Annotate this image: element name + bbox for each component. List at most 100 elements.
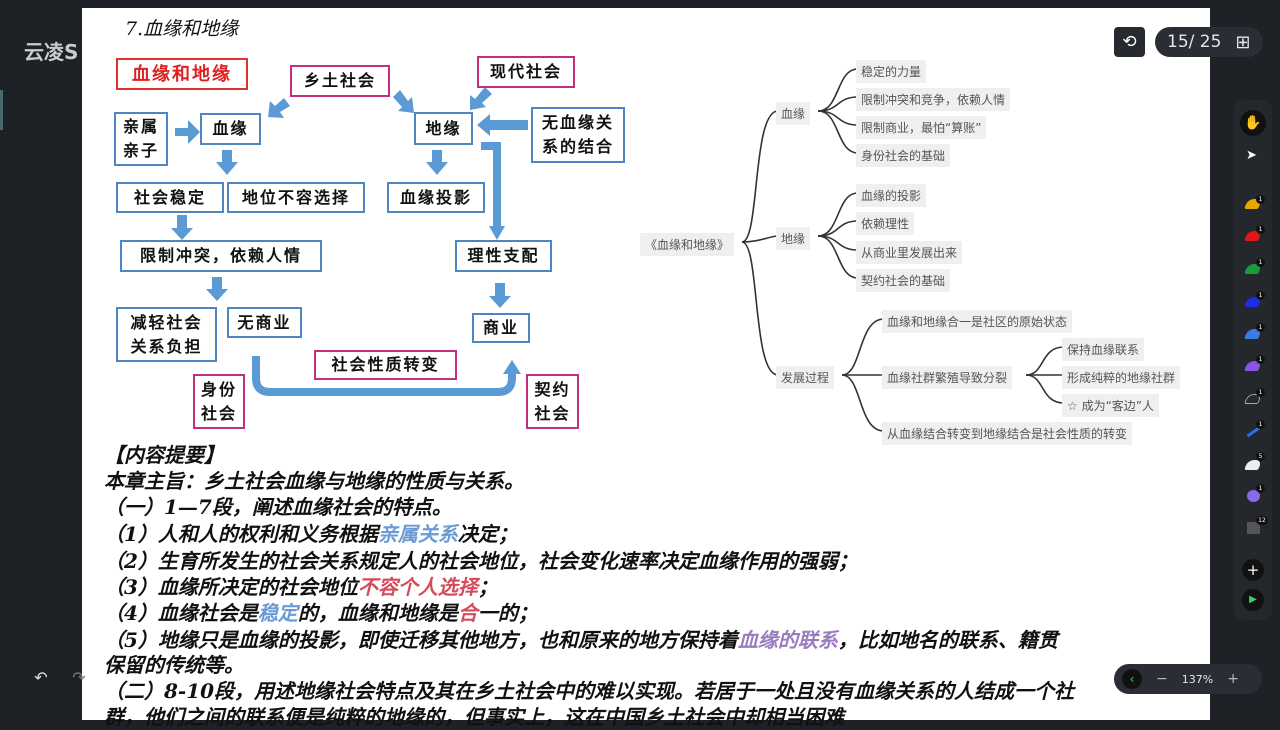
arrow-icon (489, 226, 505, 240)
history-button[interactable]: ⟲ (1114, 27, 1145, 57)
play-button[interactable]: ▶ (1242, 589, 1264, 611)
mindmap-leaf: 限制商业，最怕“算账” (856, 116, 987, 139)
mindmap-leaf: 血缘社群繁殖导致分裂 (882, 366, 1013, 389)
arrow-icon (393, 90, 414, 113)
tool-panel (1234, 100, 1272, 620)
arrow-icon (171, 215, 193, 240)
collapse-button[interactable]: ‹ (1122, 669, 1142, 689)
text-segment: （1）人和人的权利和义务根据 (104, 522, 378, 546)
mindmap-leaf: 从商业里发展出来 (856, 241, 963, 264)
box-rational: 理性支配 (455, 240, 552, 272)
count-badge: 1 (1256, 291, 1265, 300)
box-xiangtu: 乡土社会 (290, 65, 390, 97)
text-line: 保留的传统等。 (104, 653, 244, 677)
box-status-society: 身份 社会 (193, 374, 245, 429)
count-badge: 1 (1256, 388, 1265, 397)
text-segment: （3）血缘所决定的社会地位 (104, 575, 358, 599)
hand-tool-icon[interactable]: ✋ (1240, 110, 1266, 136)
highlight-text: 亲属关系 (377, 522, 458, 546)
text-line: 本章主旨：乡土社会血缘与地缘的性质与关系。 (104, 469, 524, 493)
shape-tool-icon[interactable] (1247, 490, 1260, 502)
count-badge: 1 (1256, 323, 1265, 332)
summary-heading: 【内容提要】 (104, 443, 224, 467)
text-segment: （4）血缘社会是 (104, 601, 258, 625)
zoom-out-button[interactable]: − (1156, 671, 1168, 687)
box-nocommerce: 无商业 (227, 307, 302, 338)
mindmap-branch: 地缘 (776, 227, 811, 250)
mindmap-leaf: 稳定的力量 (856, 60, 927, 83)
arrow-icon (175, 120, 200, 144)
box-xueyuan: 血缘 (200, 113, 261, 145)
mindmap-branch: 发展过程 (776, 366, 835, 389)
arrow-icon (489, 283, 511, 308)
mindmap-leaf: 限制冲突和竞争，依赖人情 (856, 88, 1011, 111)
mindmap-leaf: 血缘的投影 (856, 184, 927, 207)
gallery-icon[interactable] (1247, 522, 1260, 534)
box-transform: 社会性质转变 (314, 350, 457, 380)
count-badge: 12 (1256, 516, 1268, 525)
page-counter[interactable]: 15/ 25 ⊞ (1155, 27, 1263, 57)
text-segment: 一的； (477, 601, 538, 625)
page-counter-text: 15/ 25 (1167, 32, 1222, 52)
count-badge: 1 (1256, 355, 1265, 364)
zoom-level: 137% (1181, 672, 1214, 686)
sidebar-accent (0, 90, 3, 130)
text-segment: ，比如地名的联系、籍贯 (837, 628, 1058, 652)
count-badge: 1 (1256, 225, 1265, 234)
text-line: （二）8-10段，用述地缘社会特点及其在乡土社会中的难以实现。若居于一处且没有血… (104, 679, 1075, 703)
text-segment: ； (477, 575, 498, 599)
arrow-icon (426, 150, 448, 175)
count-badge: 1 (1256, 484, 1265, 493)
arrow-line (481, 142, 501, 228)
history-icon: ⟲ (1122, 32, 1137, 52)
redo-button[interactable]: ↷ (72, 668, 86, 687)
box-modern: 现代社会 (477, 56, 575, 88)
highlight-text: 血缘的联系 (737, 628, 838, 652)
text-segment: 的，血缘和地缘是 (297, 601, 458, 625)
text-segment: 决定； (457, 522, 518, 546)
grid-icon[interactable]: ⊞ (1235, 31, 1251, 53)
mindmap-leaf: 血缘和地缘合一是社区的原始状态 (882, 310, 1073, 333)
box-contract-society: 契约 社会 (526, 374, 579, 429)
box-nonkin: 无血缘关 系的结合 (531, 107, 625, 163)
arrow-icon (216, 150, 238, 175)
pointer-tool-icon[interactable]: ➤ (1246, 148, 1257, 163)
text-segment: （5）地缘只是血缘的投影，即使迁移其他地方，也和原来的地方保持着 (104, 628, 738, 652)
mindmap-leaf: 从血缘结合转变到地缘结合是社会性质的转变 (882, 422, 1133, 445)
add-tool-button[interactable]: + (1242, 559, 1264, 581)
undo-button[interactable]: ↶ (34, 668, 48, 687)
mindmap-subleaf: 形成纯粹的地缘社群 (1062, 366, 1181, 389)
box-projection: 血缘投影 (387, 182, 485, 213)
arrow-icon (206, 277, 228, 301)
zoom-control: ‹ − 137% + (1114, 664, 1262, 694)
document-page (82, 8, 1210, 720)
zoom-in-button[interactable]: + (1227, 671, 1239, 687)
mindmap-root: 《血缘和地缘》 (640, 233, 735, 256)
box-status: 地位不容选择 (227, 182, 365, 213)
highlight-text: 合 (457, 601, 478, 625)
arrow-line (252, 356, 516, 396)
arrow-icon (477, 114, 528, 136)
arrow-icon (503, 360, 521, 374)
highlight-text: 不容个人选择 (357, 575, 478, 599)
mindmap-branch: 血缘 (776, 102, 811, 125)
mindmap-leaf: 契约社会的基础 (856, 269, 951, 292)
highlight-text: 稳定 (257, 601, 298, 625)
box-relieve: 减轻社会 关系负担 (116, 307, 217, 362)
section-title: 7.血缘和地缘 (125, 18, 239, 40)
text-line: 群，他们之间的联系便是纯粹的地缘的，但事实上，这在中国乡土社会中却相当困难 (104, 705, 844, 729)
text-line: （4）血缘社会是稳定的，血缘和地缘是合一的； (104, 600, 538, 626)
count-badge: 1 (1256, 195, 1265, 204)
box-stable: 社会稳定 (116, 182, 224, 213)
box-main: 血缘和地缘 (116, 58, 248, 90)
mindmap-leaf: 依赖理性 (856, 212, 915, 235)
text-line: （3）血缘所决定的社会地位不容个人选择； (104, 574, 498, 600)
mindmap-subleaf: ☆ 成为“客边”人 (1062, 394, 1160, 417)
text-line: （2）生育所发生的社会关系规定人的社会地位，社会变化速率决定血缘作用的强弱； (104, 549, 858, 573)
app-brand: 云凌S (24, 40, 79, 64)
arrow-icon (268, 98, 290, 118)
box-kin: 亲属 亲子 (114, 112, 168, 166)
count-badge: 1 (1256, 420, 1265, 429)
